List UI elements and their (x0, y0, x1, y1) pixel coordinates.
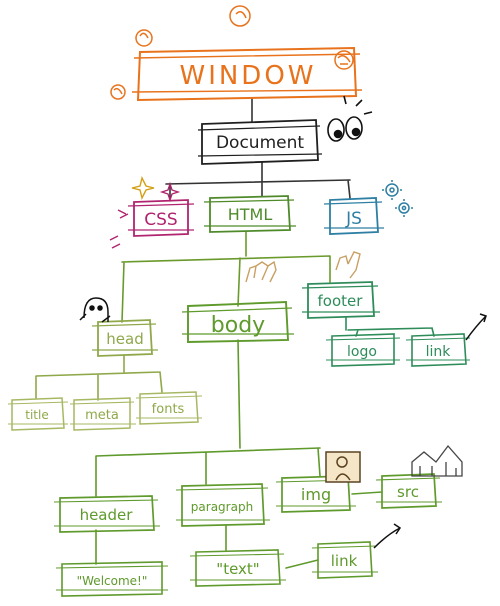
head-node (91, 319, 158, 357)
ghost-icon (79, 297, 111, 323)
meta-label: meta (85, 408, 119, 423)
welcome-node (55, 561, 169, 597)
document-label: Document (216, 133, 304, 153)
hands-icon (245, 251, 361, 283)
html-label: HTML (228, 205, 273, 224)
footer-node (301, 281, 380, 319)
footer-link-node (405, 333, 471, 367)
js-node (323, 197, 384, 235)
paragraph-link-node (311, 541, 378, 579)
eyes-icon (327, 95, 373, 142)
logo-label: logo (347, 344, 377, 360)
sparkle-icon (109, 175, 181, 249)
connector-head-children (35, 355, 163, 401)
footer-link-label: link (426, 344, 452, 360)
html-node (203, 195, 296, 233)
connector-footer-children (345, 317, 435, 337)
paragraph-link-label: link (331, 552, 358, 570)
header-node (53, 495, 160, 533)
connector-html-children (121, 231, 331, 323)
css-label: CSS (144, 210, 177, 230)
footer-label: footer (318, 292, 364, 310)
header-label: header (80, 506, 134, 524)
title-label: title (25, 408, 48, 422)
connector-body-children (95, 339, 321, 497)
text-node (189, 549, 286, 587)
head-label: head (106, 330, 143, 348)
window-label: WINDOW (179, 61, 316, 91)
paragraph-node (175, 483, 270, 527)
castle-icon (411, 444, 463, 477)
src-node (375, 473, 442, 509)
photo-icon (325, 451, 361, 483)
src-label: src (397, 483, 419, 501)
logo-node (325, 333, 401, 367)
connectors (35, 97, 435, 569)
title-node (7, 397, 69, 431)
connector-text-link (285, 559, 319, 569)
text-label: "text" (216, 560, 259, 578)
body-node (181, 301, 294, 343)
fonts-node (135, 391, 203, 425)
connector-img-src (351, 491, 383, 495)
js-label: JS (345, 209, 362, 229)
body-label: body (211, 313, 265, 338)
window-node (131, 46, 363, 102)
paragraph-label: paragraph (191, 500, 253, 514)
flame-icon (110, 5, 354, 100)
welcome-label: "Welcome!" (77, 574, 148, 588)
gear-icon (382, 180, 413, 217)
fonts-label: fonts (152, 402, 185, 417)
document-node (197, 119, 323, 165)
connector-document-children (165, 161, 351, 199)
meta-node (69, 397, 136, 431)
arrow-icon (373, 313, 487, 549)
img-label: img (301, 485, 331, 504)
